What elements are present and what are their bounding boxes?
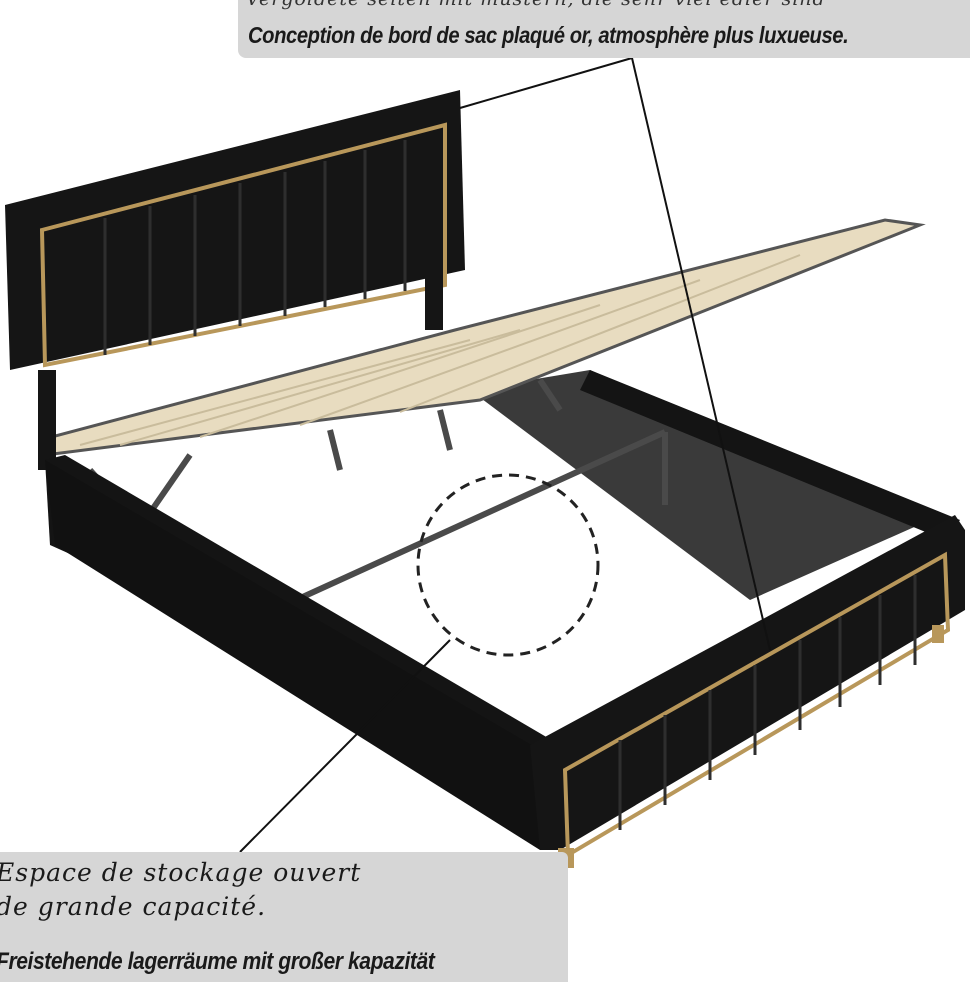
callout-german-text: Freistehende lagerräume mit großer kapaz… [0, 948, 435, 975]
leader-line [631, 57, 771, 651]
gold-foot [932, 625, 944, 643]
storage-callout: Espace de stockage ouvert de grande capa… [0, 852, 568, 982]
headboard-gold-trim [39, 122, 447, 368]
storage-base-panel [470, 370, 930, 600]
footboard-gold-trim [562, 551, 951, 859]
footboard-channels [618, 575, 917, 830]
footboard [530, 515, 965, 850]
headboard-post [425, 270, 443, 330]
leader-line [459, 57, 633, 109]
side-rail-front [45, 460, 540, 850]
callout-french-line2: de grande capacité. [0, 892, 267, 921]
side-rail-right [580, 370, 960, 540]
gold-trim-callout: Vergoldete seiten mit mustern, die sehr … [238, 0, 970, 58]
leader-line [239, 639, 451, 853]
slats [79, 254, 801, 446]
headboard-channels [103, 140, 407, 355]
callout-german-text: Vergoldete seiten mit mustern, die sehr … [246, 0, 826, 10]
headboard [5, 90, 465, 370]
callout-french-text: Conception de bord de sac plaqué or, atm… [248, 22, 849, 48]
callout-french-line1: Espace de stockage ouvert [0, 858, 362, 887]
storage-highlight-circle [416, 473, 600, 657]
side-rail [45, 455, 560, 760]
headboard-post [38, 370, 56, 470]
